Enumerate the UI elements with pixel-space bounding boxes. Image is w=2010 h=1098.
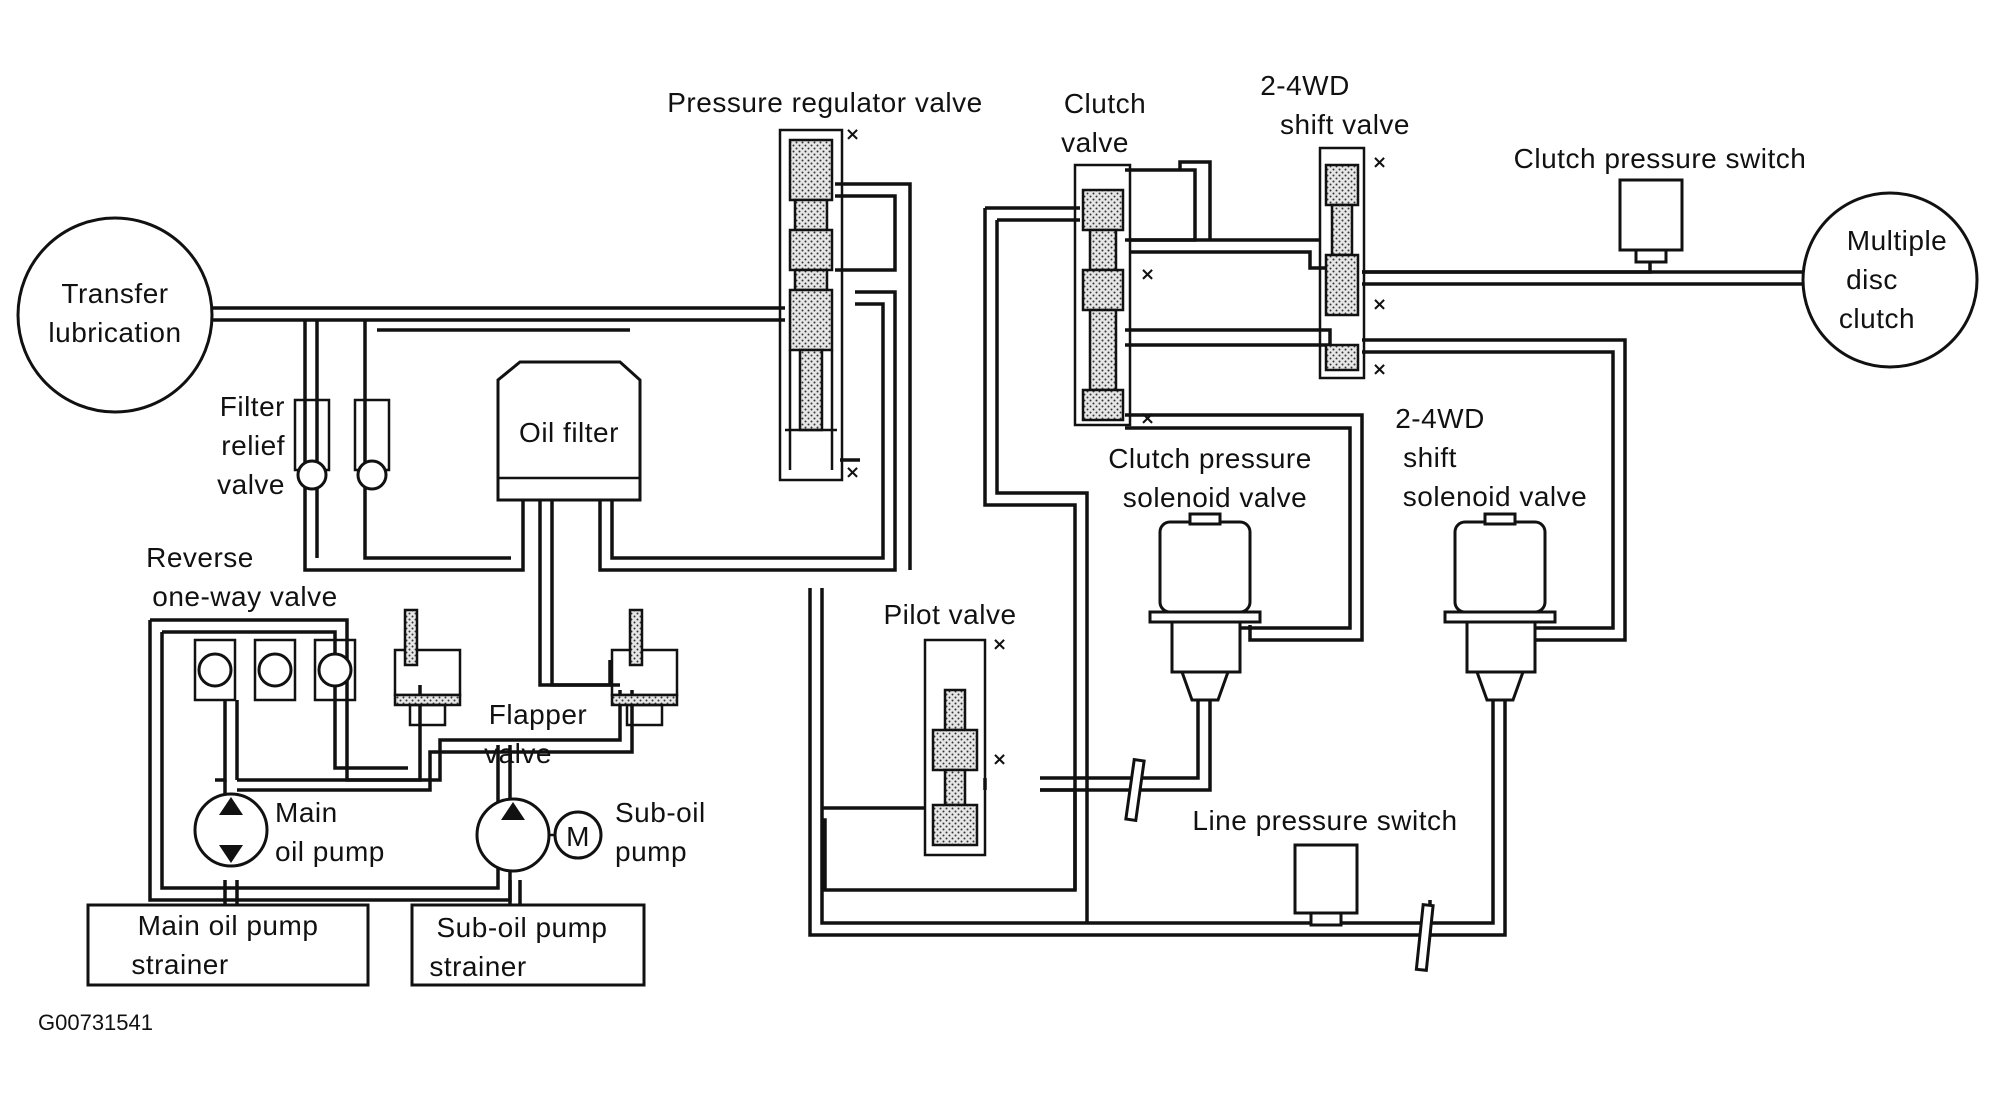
svg-text:×: × [1372,152,1387,173]
svg-text:×: × [1140,408,1155,429]
multiple-disc-clutch-label-3: clutch [1839,303,1915,334]
filter-relief-label-2: relief [221,430,285,461]
flapper-valve-label-1: Flapper [489,699,587,730]
regulator-spool-1 [788,138,834,202]
motor-symbol: M [566,821,590,852]
clutch-valve-label-2: valve [1061,127,1129,158]
sub-pump-arrow-up-icon [501,802,525,820]
svg-text:×: × [992,634,1007,655]
sub-oil-pump-strainer: Sub-oil pump strainer [410,903,646,987]
oil-filter: Oil filter [496,360,642,502]
line-pressure-switch: Line pressure switch [1192,805,1457,972]
flapper-valves: Flapper valve [393,608,679,769]
flapper-valve-label-2: valve [484,738,552,769]
filter-relief-ball-1 [296,459,328,491]
svg-text:×: × [1372,294,1387,315]
clutch-valve-spool-1 [1081,188,1125,232]
pilot-valve-spool-1 [943,688,967,732]
svg-text:×: × [1372,359,1387,380]
main-oil-pump-label-2: oil pump [275,836,385,867]
main-oil-pump-label-1: Main [275,797,338,828]
sub-oil-pump: M Sub-oil pump [475,797,706,873]
shift-valve-label-2: shift valve [1280,109,1410,140]
orifice-2 [1414,902,1435,972]
main-oil-pump-circle [193,792,269,868]
clutch-pressure-switch: Clutch pressure switch [1514,143,1807,264]
oil-filter-body [496,360,642,502]
one-way-ball-1 [197,652,233,688]
filter-relief-label-1: Filter [220,391,285,422]
main-oil-pump: Main oil pump [193,792,385,868]
shift-solenoid-valve-2-4wd: 2-4WD shift solenoid valve [1395,403,1587,702]
reverse-one-way-label-2: one-way valve [152,581,337,612]
multiple-disc-clutch: Multiple disc clutch [1801,191,1979,369]
main-pump-arrow-up-icon [219,797,243,815]
svg-text:×: × [845,462,860,483]
clutch-pressure-solenoid-label-1: Clutch pressure [1108,443,1312,474]
pressure-regulator-valve: Pressure regulator valve × × [667,87,982,483]
line-pressure-switch-body [1293,843,1359,915]
clutch-valve-label-1: Clutch [1064,88,1146,119]
main-strainer-label-2: strainer [131,949,228,980]
shift-solenoid-label-1: 2-4WD [1395,403,1485,434]
clutch-solenoid-body [1158,520,1252,614]
orifice-1 [1124,757,1146,823]
clutch-pressure-solenoid-label-2: solenoid valve [1123,482,1307,513]
clutch-pressure-switch-body [1618,178,1684,252]
filter-relief-label-3: valve [217,469,285,500]
transfer-lubrication-label-1: Transfer [61,278,168,309]
shift-valve-label-1: 2-4WD [1260,70,1350,101]
pressure-regulator-label: Pressure regulator valve [667,87,982,118]
main-strainer-label-1: Main oil pump [138,910,319,941]
regulator-body [778,128,844,482]
shift-solenoid-body [1453,520,1547,614]
clutch-pressure-switch-label: Clutch pressure switch [1514,143,1807,174]
clutch-valve: Clutch valve × × [1061,88,1155,429]
pilot-valve-body [923,638,987,857]
sub-oil-pump-label-2: pump [615,836,687,867]
svg-text:×: × [845,124,860,145]
pilot-valve: Pilot valve × × [883,599,1146,857]
filter-relief-ball-2 [356,459,388,491]
shift-valve-body [1318,146,1366,380]
one-way-ball-2 [257,652,293,688]
reverse-one-way-label-1: Reverse [146,542,254,573]
svg-text:×: × [992,749,1007,770]
svg-text:×: × [1140,264,1155,285]
sub-oil-pump-strainer-box [410,903,646,987]
line-pressure-switch-label: Line pressure switch [1192,805,1457,836]
sub-strainer-label-2: strainer [429,951,526,982]
reverse-one-way-valve: Reverse one-way valve [146,542,357,702]
main-pump-arrow-down-icon [219,845,243,863]
multiple-disc-clutch-circle [1801,191,1979,369]
figure-code: G00731541 [38,1010,153,1035]
transfer-lubrication-label-2: lubrication [48,317,181,348]
main-oil-pump-strainer-box [86,903,370,987]
shift-solenoid-label-2: shift [1403,442,1457,473]
sub-pump-motor-icon [553,810,603,860]
filter-relief-valves: Filter relief valve [217,391,391,500]
oil-filter-label: Oil filter [519,417,619,448]
main-oil-pump-strainer: Main oil pump strainer [86,903,370,987]
shift-valve-spool-1 [1324,163,1360,207]
clutch-pressure-solenoid-valve: Clutch pressure solenoid valve [1108,443,1312,702]
sub-strainer-label-1: Sub-oil pump [437,912,608,943]
transfer-lubrication: Transfer lubrication [16,216,214,414]
flapper-valve-2-body [610,648,679,697]
clutch-valve-body [1073,163,1132,427]
multiple-disc-clutch-label-1: Multiple [1847,225,1947,256]
one-way-ball-3 [317,652,353,688]
shift-solenoid-label-3: solenoid valve [1403,481,1587,512]
sub-oil-pump-label-1: Sub-oil [615,797,706,828]
transfer-lubrication-circle [16,216,214,414]
pilot-valve-label: Pilot valve [883,599,1016,630]
shift-valve-2-4wd: 2-4WD shift valve × × × [1260,70,1410,380]
multiple-disc-clutch-label-2: disc [1846,264,1898,295]
